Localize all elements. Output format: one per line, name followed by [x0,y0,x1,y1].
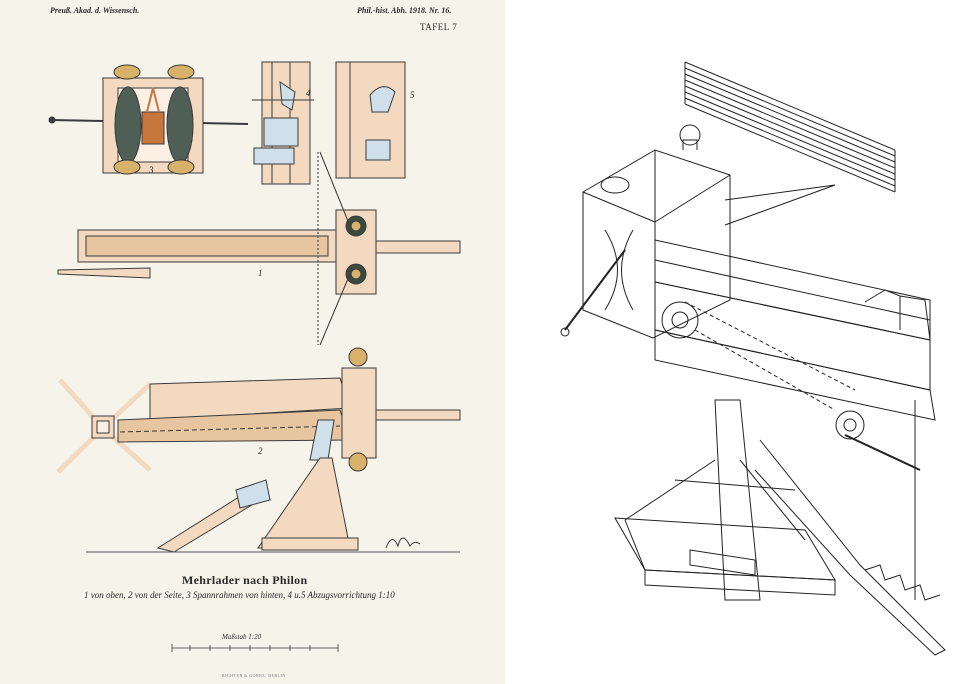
slide-stock [654,184,936,421]
figure-label-3: 3 [149,165,154,175]
plate-drawings [48,61,461,652]
scale-label: Maßstab 1:20 [222,633,262,641]
figure-4-abzug [252,61,314,185]
plate-header-right: Phil.-hist. Abh. 1918. Nr. 16. [357,6,452,15]
figure-5-abzug [335,61,406,179]
chain-drive [661,301,921,600]
stand [614,399,946,656]
figure-label-1: 1 [258,268,263,278]
plate-title: Mehrlader nach Philon [182,573,308,587]
technical-plate: Preuß. Akad. d. Wissensch. Phil.-hist. A… [0,0,505,684]
figure-label-5: 5 [410,90,415,100]
plate-header-left: Preuß. Akad. d. Wissensch. [50,6,140,15]
plate-caption: 1 von oben, 2 von der Seite, 3 Spannrahm… [84,590,395,600]
figure-1-top-view [57,151,461,346]
figure-2-side-view [56,347,461,553]
scale-bar [171,644,339,652]
figure-3-spannrahmen [48,64,249,175]
isometric-linework [560,61,946,656]
signature-mark [385,537,421,549]
printer-credit: RICHTER & GOBBE, BERLIN [222,673,286,678]
isometric-drawing [505,0,960,684]
tension-frame [560,124,731,339]
figure-label-4: 4 [306,88,311,98]
figure-label-2: 2 [258,446,263,456]
plate-number: TAFEL 7 [420,22,458,32]
bolt-bundle [684,61,896,193]
